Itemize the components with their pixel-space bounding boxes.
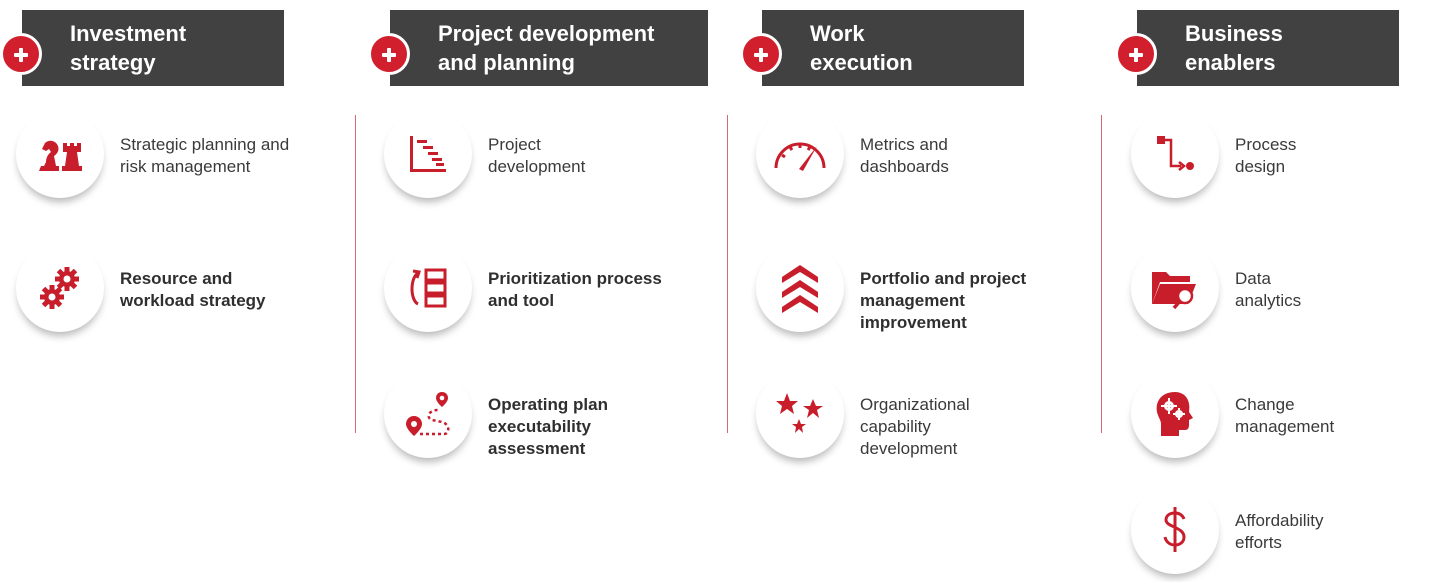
item-label: Process design <box>1235 135 1297 176</box>
column-project-development: Project development and planning Project… <box>368 0 735 582</box>
item-label: Operating plan executability assessment <box>488 395 608 458</box>
column-title: Project development and planning <box>438 21 655 75</box>
list-item: Operating plan executability assessment <box>384 370 724 462</box>
stars-icon <box>756 370 844 458</box>
column-title: Work execution <box>810 21 913 75</box>
gantt-chart-icon <box>384 110 472 198</box>
chevrons-up-icon <box>756 244 844 332</box>
item-label: Resource and workload strategy <box>120 269 266 310</box>
column-header: Business enablers <box>1115 10 1399 86</box>
column-header: Work execution <box>740 10 1024 86</box>
plus-icon[interactable] <box>1115 33 1157 75</box>
item-label: Change management <box>1235 395 1335 436</box>
column-investment-strategy: Investment strategy Strategic planning a… <box>0 0 367 582</box>
process-flow-icon <box>1131 110 1219 198</box>
column-divider <box>1101 115 1102 433</box>
column-divider <box>727 115 728 433</box>
plus-icon[interactable] <box>0 33 42 75</box>
column-title: Business enablers <box>1185 21 1283 75</box>
column-header: Investment strategy <box>0 10 284 86</box>
list-item: Process design <box>1131 110 1435 202</box>
gears-icon <box>16 244 104 332</box>
list-item: Strategic planning and risk management <box>16 110 356 202</box>
column-business-enablers: Business enablers Process design Data an… <box>1115 0 1435 582</box>
item-label: Affordability efforts <box>1235 511 1324 552</box>
item-label: Prioritization process and tool <box>488 269 662 310</box>
folder-search-icon <box>1131 244 1219 332</box>
dollar-icon <box>1131 486 1219 574</box>
item-label: Organizational capability development <box>860 395 970 458</box>
item-label: Strategic planning and risk management <box>120 135 290 176</box>
list-item: Portfolio and project management improve… <box>756 244 1096 336</box>
list-item: Resource and workload strategy <box>16 244 356 336</box>
list-item: Data analytics <box>1131 244 1435 336</box>
plus-icon[interactable] <box>368 33 410 75</box>
route-map-icon <box>384 370 472 458</box>
column-header: Project development and planning <box>368 10 708 86</box>
prioritize-list-icon <box>384 244 472 332</box>
column-work-execution: Work execution Metrics and dashboards <box>740 0 1107 582</box>
list-item: Project development <box>384 110 724 202</box>
list-item: Affordability efforts <box>1131 486 1435 578</box>
column-title: Investment strategy <box>70 21 187 75</box>
head-gears-icon <box>1131 370 1219 458</box>
item-label: Portfolio and project management improve… <box>860 269 1027 332</box>
column-divider <box>355 115 356 433</box>
item-label: Metrics and dashboards <box>860 135 949 176</box>
list-item: Organizational capability development <box>756 370 1096 462</box>
item-label: Project development <box>488 135 586 176</box>
list-item: Prioritization process and tool <box>384 244 724 336</box>
plus-icon[interactable] <box>740 33 782 75</box>
item-label: Data analytics <box>1235 269 1302 310</box>
list-item: Metrics and dashboards <box>756 110 1096 202</box>
gauge-icon <box>756 110 844 198</box>
chess-pieces-icon <box>16 110 104 198</box>
list-item: Change management <box>1131 370 1435 462</box>
